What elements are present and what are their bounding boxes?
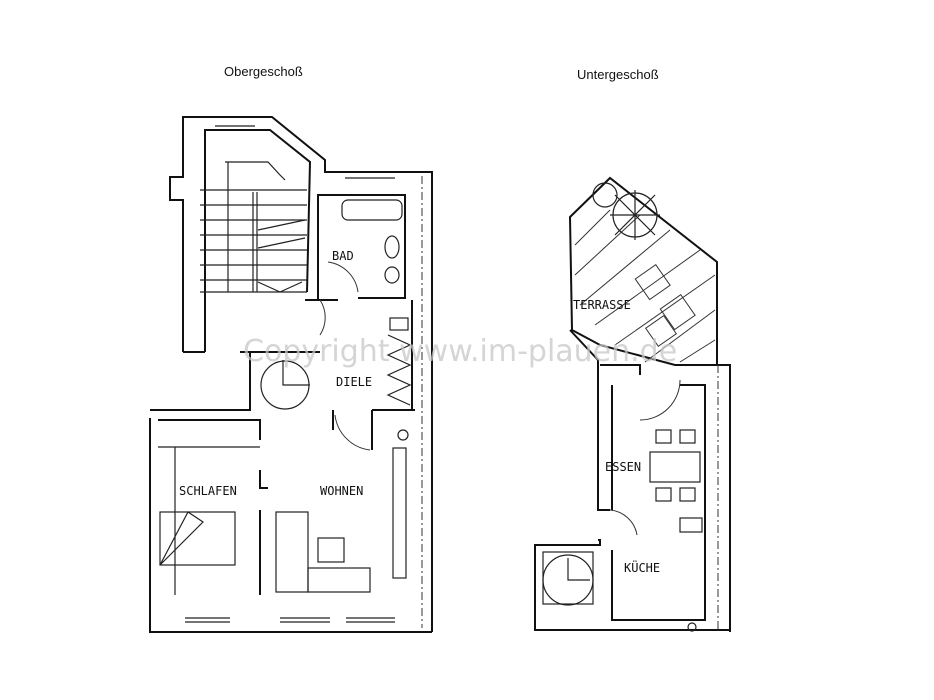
title-upper-floor: Obergeschoß [224, 64, 303, 79]
room-label-bad: BAD [332, 249, 354, 263]
upper-floor-plan [149, 116, 433, 633]
title-lower-floor: Untergeschoß [577, 67, 659, 82]
copyright-watermark: Copyright www.im-plauen.de [243, 334, 677, 369]
room-label-terrasse: TERRASSE [573, 298, 631, 312]
room-label-essen: ESSEN [605, 460, 641, 474]
room-label-diele: DIELE [336, 375, 372, 389]
room-label-kueche: KÜCHE [624, 559, 660, 575]
lower-floor-plan [534, 176, 731, 632]
room-label-wohnen: WOHNEN [320, 484, 363, 498]
room-label-schlafen: SCHLAFEN [179, 484, 237, 498]
